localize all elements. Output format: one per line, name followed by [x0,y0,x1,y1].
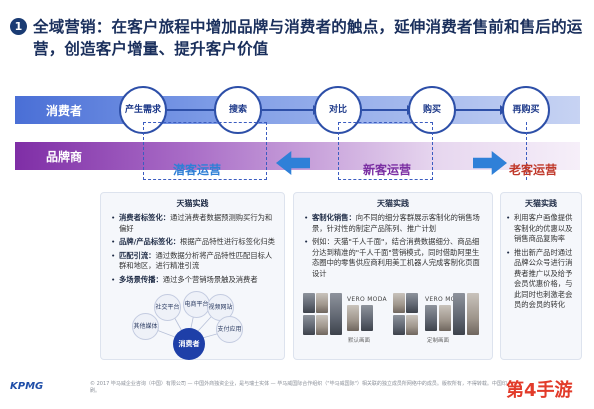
product-photo [330,293,342,335]
caption-default: 默认画面 [348,338,371,344]
journey-connector [262,109,315,111]
caption-custom: 定制画面 [427,338,450,344]
brand-tag-custom: VERO MODA [425,296,465,303]
new-phase-bracket [338,122,433,180]
phase-new-label: 新客运营 [363,163,412,177]
panel-heading: 天猫实践 [176,199,209,208]
consumer-band-label: 消费者 [45,103,82,118]
product-photo [316,293,328,313]
product-photo [361,305,373,331]
phase-old-label: 老客运营 [509,163,558,177]
bullet-item: 品牌/产品标签化：根据产品特性进行标签化归类 [111,237,277,248]
journey-step-search: 搜索 [214,86,262,134]
product-photo [303,293,315,313]
node-other-media: 其他媒体 [132,313,159,340]
panel-heading: 天猫实践 [525,199,557,208]
brand-tag-default: VERO MODA [347,296,387,303]
panel-heading: 天猫实践 [377,199,409,208]
journey-connector [167,109,223,111]
node-ecommerce-platform: 电商平台 [183,291,210,318]
node-payment-app: 支付应用 [216,316,243,343]
journey-connector [454,109,502,111]
phase-latent-label: 潜客运营 [173,163,222,177]
product-photo [467,293,479,335]
product-photo [393,293,405,313]
bullet-item: 推出新产品时通过品牌公众号进行消费者推广以及给予会员优惠价格，与此同时也刺激老会… [506,248,577,311]
node-consumer-hub: 消费者 [173,328,205,360]
product-photo [316,315,328,335]
page-title: 全域营销：在客户旅程中增加品牌与消费者的触点，延伸消费者售前和售后的运营，创造客… [33,18,583,58]
product-photo [406,315,418,335]
latent-phase-bracket [143,122,267,180]
product-photo [393,315,405,335]
bullet-item: 例如：天猫"千人千面"，结合消费数据细分、商品细分达到精准的"千人千面"营销模式… [304,237,485,279]
old-phase-bracket [526,122,527,180]
bullet-item: 消费者标签化：通过消费者数据预测购买行为和偏好 [111,213,277,234]
old-practice-panel: 天猫实践 利用客户画像提供客制化的优惠以及销售商品复购率 推出新产品时通过品牌公… [500,192,582,360]
product-photo [453,293,465,335]
product-photo [406,293,418,313]
bullet-item: 利用客户画像提供客制化的优惠以及销售商品复购率 [506,213,577,245]
site-watermark: 第4手游 [506,380,573,401]
bullet-item: 匹配引流：通过数据分析将产品特性匹配目标人群和地区，进行精准引流 [111,251,277,272]
section-number-badge: 1 [10,18,27,35]
product-photo [347,305,359,331]
product-photo [303,315,315,335]
journey-connector [362,109,409,111]
bullet-item: 多场景传播：通过多个营销场景触及消费者 [111,275,277,286]
title-row: 1 全域营销：在客户旅程中增加品牌与消费者的触点，延伸消费者售前和售后的运营，创… [10,16,585,60]
node-social-platform: 社交平台 [154,294,181,321]
brand-band-label: 品牌商 [45,149,82,164]
footer-disclaimer: © 2017 毕马威企业咨询（中国）有限公司 — 中国外商独资企业，是与瑞士实体… [90,381,507,394]
product-photo [425,305,437,331]
kpmg-logo: KPMG [10,381,44,392]
product-photo [439,305,451,331]
bullet-item: 客制化销售：向不同的细分客群展示客制化的销售场景，针对性的制定产品陈列、推广计划 [304,213,485,234]
